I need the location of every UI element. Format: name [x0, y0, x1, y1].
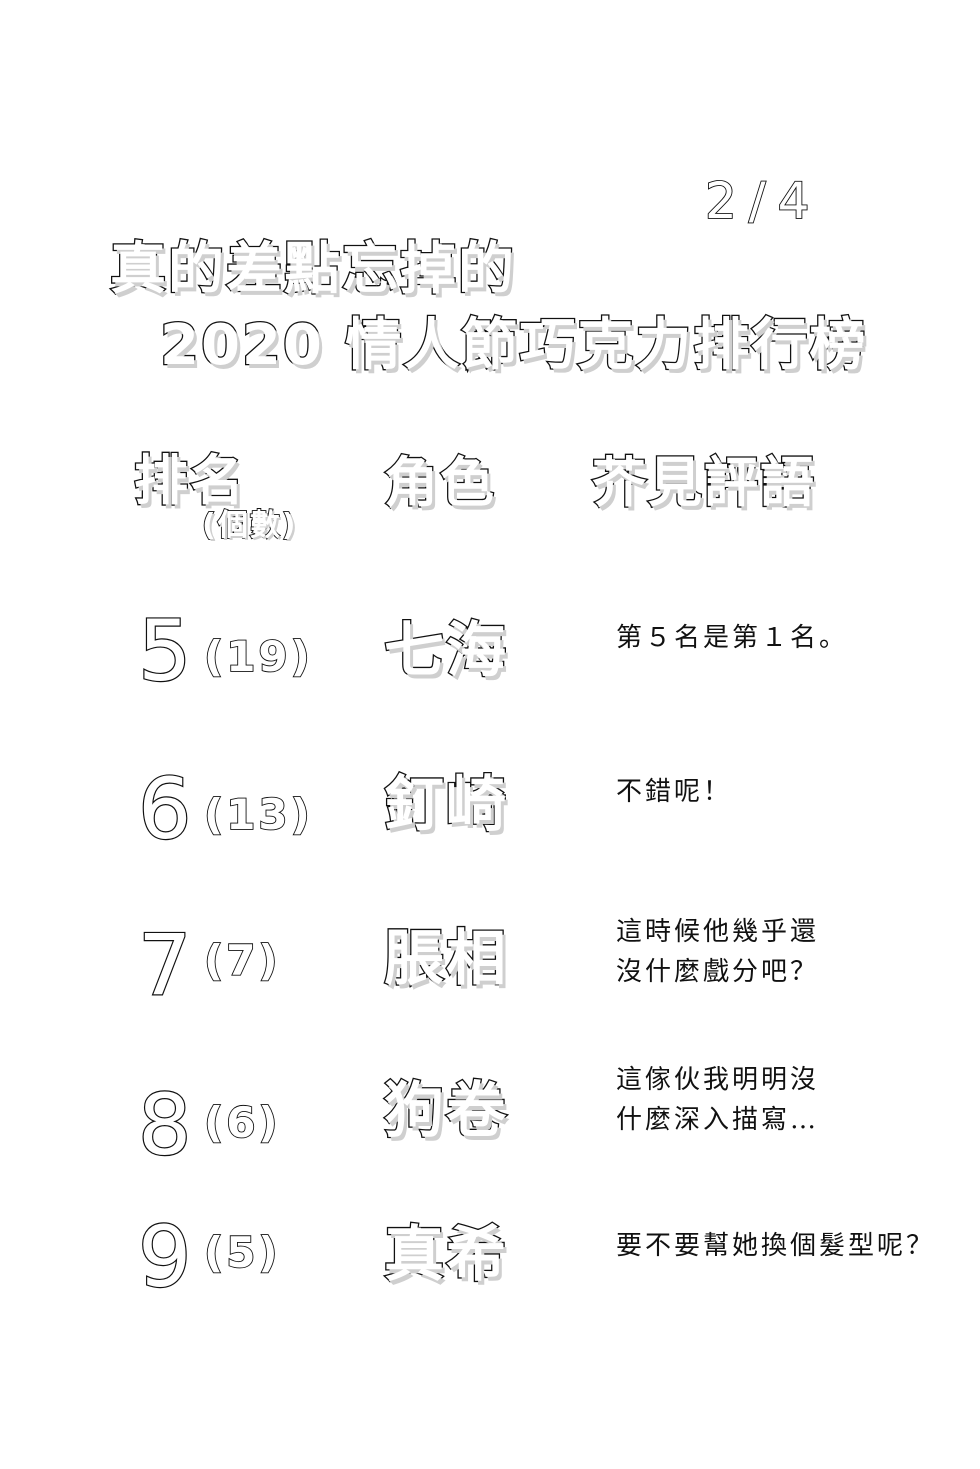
header-rank: 排名: [133, 448, 246, 514]
ranking-row: 6 (13) 釘崎 不錯呢！: [0, 752, 980, 872]
rank-number: 5: [137, 601, 193, 701]
comment-text: 這時候他幾乎還 沒什麼戲分吧？: [616, 917, 820, 987]
rank-count: (19): [203, 631, 313, 682]
character-name: 七海: [383, 615, 508, 688]
rank-number: 6: [137, 759, 193, 859]
ranking-row: 9 (5) 真希 要不要幫她換個髮型呢？: [0, 1200, 980, 1320]
comment-text: 不錯呢！: [616, 777, 733, 807]
character-name: 真希: [383, 1219, 508, 1292]
header-rank-sub: (個數): [201, 507, 298, 544]
ranking-row: 7 (7) 脹相 這時候他幾乎還 沒什麼戲分吧？: [0, 908, 980, 1028]
comment-text: 第５名是第１名。: [616, 623, 849, 653]
header-character: 角色: [383, 450, 496, 516]
rank-count: (7): [203, 935, 281, 986]
page-number: 2/4: [704, 171, 822, 231]
title-line-1: 真的差點忘掉的: [109, 236, 516, 304]
ranking-row: 5 (19) 七海 第５名是第１名。: [0, 598, 980, 718]
rank-count: (13): [203, 789, 313, 840]
character-name: 釘崎: [383, 769, 508, 842]
rank-number: 7: [137, 915, 193, 1015]
title-line-2: 2020 情人節巧克力排行榜: [159, 312, 868, 380]
comment-text: 要不要幫她換個髮型呢？: [616, 1231, 936, 1261]
ranking-row: 8 (6) 狗卷 這傢伙我明明沒 什麼深入描寫…: [0, 1060, 980, 1180]
header-comment: 芥見評語: [591, 450, 816, 516]
comment-text: 這傢伙我明明沒 什麼深入描寫…: [616, 1065, 820, 1135]
rank-number: 9: [137, 1207, 193, 1307]
character-name: 狗卷: [383, 1075, 508, 1148]
character-name: 脹相: [383, 923, 508, 996]
rank-count: (5): [203, 1227, 281, 1278]
rank-count: (6): [203, 1097, 281, 1148]
rank-number: 8: [137, 1075, 193, 1175]
